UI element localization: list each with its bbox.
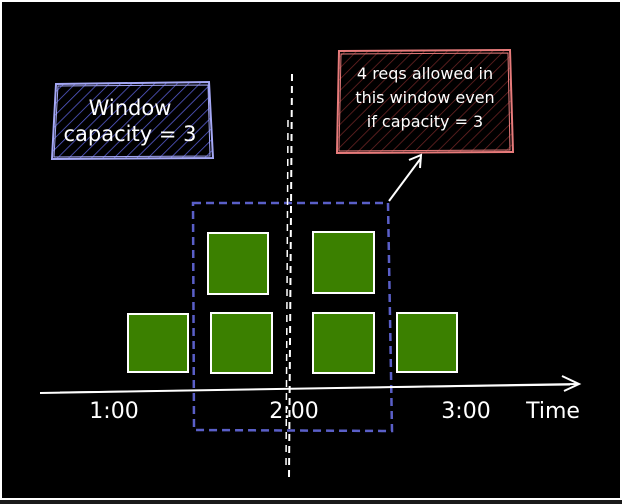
- allowed-line-3: if capacity = 3: [366, 112, 484, 131]
- tick-label-3: 3:00: [441, 399, 491, 424]
- window-capacity-line-2: capacity = 3: [63, 122, 197, 147]
- request-block: [210, 312, 273, 374]
- window-capacity-note: [50, 80, 215, 161]
- boundary-divider: [285, 73, 293, 479]
- time-axis: [39, 375, 582, 394]
- request-block: [396, 312, 458, 373]
- tick-label-2: 2:00: [269, 399, 319, 424]
- request-block: [312, 231, 375, 294]
- request-blocks: [127, 231, 458, 374]
- request-block: [312, 312, 375, 374]
- allowed-line-2: this window even: [355, 88, 495, 107]
- allowed-note-label: 4 reqs allowed in this window even if ca…: [340, 62, 510, 134]
- bottom-border: [0, 500, 622, 504]
- tick-label-1: 1:00: [89, 399, 139, 424]
- request-block: [127, 313, 189, 373]
- window-capacity-label: Window capacity = 3: [50, 95, 210, 148]
- pointer-arrow: [388, 153, 423, 202]
- allowed-line-1: 4 reqs allowed in: [356, 64, 494, 83]
- allowed-note: [335, 48, 515, 155]
- request-block: [207, 232, 269, 295]
- window-dashed-box: [191, 201, 394, 433]
- window-capacity-line-1: Window: [88, 96, 172, 120]
- axis-title: Time: [526, 399, 580, 424]
